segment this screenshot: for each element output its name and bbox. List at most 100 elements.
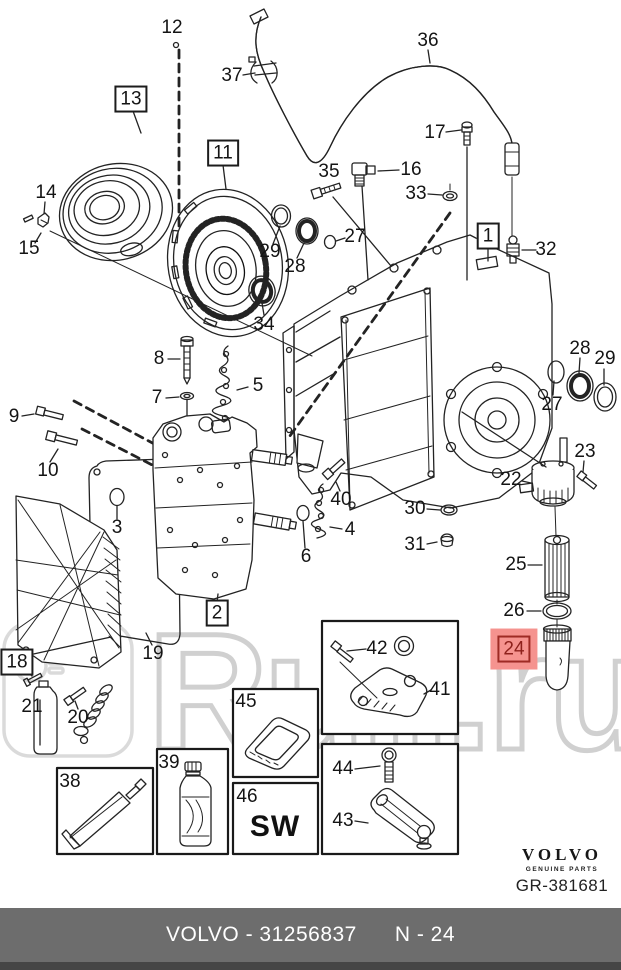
callout-43[interactable]: 43 [332,810,354,832]
pan-gasket-19 [88,458,181,645]
callout-41[interactable]: 41 [429,679,451,701]
callout-27a[interactable]: 27 [344,226,366,248]
callout-24[interactable]: 24 [497,635,531,663]
sealant-tube-38 [61,778,147,850]
footer-part-number: VOLVO - 31256837 [165,923,357,946]
o-ring-27a [323,234,337,250]
inset-box-45 [231,687,320,779]
callout-12[interactable]: 12 [161,17,183,39]
callout-20[interactable]: 20 [67,707,89,729]
solvent-code-label: SW [249,810,301,843]
bolt-10 [45,430,79,446]
seal-34 [248,275,276,307]
callout-44[interactable]: 44 [332,758,354,780]
seal-ring-29a [270,204,292,228]
brand-tagline: GENUINE PARTS [525,866,599,873]
o-ring-6 [296,504,310,522]
callout-8[interactable]: 8 [153,348,165,370]
callout-18[interactable]: 18 [0,648,34,676]
callout-2[interactable]: 2 [205,599,229,627]
alignment-dashes [72,41,452,472]
callout-9[interactable]: 9 [8,406,20,428]
valve-body [152,413,297,600]
oil-bottle-21 [33,680,58,755]
oil-pan [15,495,122,669]
callout-34[interactable]: 34 [253,314,275,336]
callout-1[interactable]: 1 [476,222,500,250]
callout-31[interactable]: 31 [404,534,426,556]
callout-26[interactable]: 26 [503,600,525,622]
leader-line-15 [49,230,313,357]
breather-pipe [249,8,520,237]
callout-32[interactable]: 32 [535,239,557,261]
callout-35[interactable]: 35 [318,161,340,183]
callout-36[interactable]: 36 [417,30,439,52]
o-ring-3 [109,487,125,507]
callout-29a[interactable]: 29 [259,241,281,263]
callout-21[interactable]: 21 [21,696,43,718]
callout-19[interactable]: 19 [142,643,164,665]
callout-40[interactable]: 40 [330,489,352,511]
spring-chain-5 [211,345,234,429]
callout-22[interactable]: 22 [500,469,522,491]
transmission-case [282,234,553,511]
o-ring-27b [547,360,565,384]
callout-4[interactable]: 4 [344,519,356,541]
exploded-diagram-art [15,8,617,856]
callout-46[interactable]: 46 [236,786,258,808]
washer-33 [442,183,458,202]
footer-bar: VOLVO - 31256837 N - 24 [0,908,621,962]
seal-ring-29b [593,382,617,412]
callout-13[interactable]: 13 [114,85,148,113]
spring-chain-4 [310,483,327,539]
fluid-bottle-39 [179,761,212,847]
lever-43 [370,747,435,850]
callout-29b[interactable]: 29 [594,348,616,370]
footer-strip [0,962,621,970]
callout-16[interactable]: 16 [400,159,422,181]
callout-33[interactable]: 33 [405,183,427,205]
sensor-32 [506,235,520,264]
callout-3[interactable]: 3 [111,517,123,539]
callout-30[interactable]: 30 [404,498,426,520]
o-ring-30 [440,504,458,516]
callout-14[interactable]: 14 [35,182,57,204]
brand-block: VOLVO GENUINE PARTS GR-381681 [492,845,621,896]
drain-plug-31 [440,533,454,548]
callout-15[interactable]: 15 [18,238,40,260]
callout-28b[interactable]: 28 [569,338,591,360]
o-ring-26 [542,599,572,628]
callout-25[interactable]: 25 [505,554,527,576]
washer-7 [179,391,195,401]
bolt-17 [461,121,473,146]
callout-38[interactable]: 38 [59,771,81,793]
footer-page-number: N - 24 [394,923,456,946]
bolt-23 [576,470,598,490]
callout-23[interactable]: 23 [574,441,596,463]
callout-5[interactable]: 5 [252,375,264,397]
callout-17[interactable]: 17 [424,122,446,144]
filter-cap-24 [542,624,572,691]
callout-45[interactable]: 45 [235,691,257,713]
filter-element-25 [544,506,570,603]
seal-28a [295,217,319,245]
drawing-number: GR-381681 [515,876,609,895]
callout-37[interactable]: 37 [221,65,243,87]
volvo-logo: VOLVO [521,845,603,864]
sensor-16 [351,162,376,187]
bolt-40 [321,458,346,481]
callout-39[interactable]: 39 [158,752,180,774]
callout-7[interactable]: 7 [151,387,163,409]
bolt-8 [180,335,194,385]
callout-27b[interactable]: 27 [541,394,563,416]
leader-lines [21,49,605,824]
inset-box-46 [231,781,320,856]
callout-11[interactable]: 11 [207,139,239,167]
callout-10[interactable]: 10 [37,460,59,482]
callout-42[interactable]: 42 [366,638,388,660]
inset-box-41-42 [320,619,460,736]
bolt-35 [310,182,342,200]
callout-6[interactable]: 6 [300,546,312,568]
callout-28a[interactable]: 28 [284,256,306,278]
bolt-9 [34,405,64,421]
